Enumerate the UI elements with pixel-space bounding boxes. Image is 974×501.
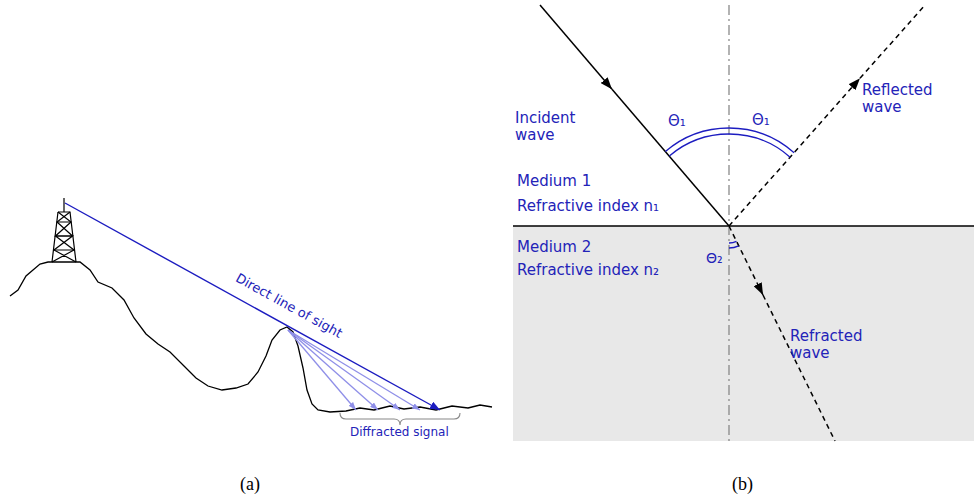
normal-line xyxy=(728,5,729,441)
panel-letter: (a) xyxy=(240,474,260,495)
angle-label: Θ₁ xyxy=(752,112,770,129)
line-of-sight-label: Direct line of sight xyxy=(233,271,345,342)
refracted-wave-label: Refracted wave xyxy=(790,328,870,363)
reflected-wave-label: Reflected wave xyxy=(862,82,947,117)
panel-letter: (b) xyxy=(732,474,753,495)
diffracted-rays xyxy=(288,330,420,410)
interface-line xyxy=(513,225,974,226)
angle-arcs xyxy=(665,128,794,248)
line-of-sight xyxy=(65,203,440,410)
angle-label: Θ₂ xyxy=(706,250,723,266)
refractive-index-label: Refractive index n₁ xyxy=(517,198,659,215)
medium-label: Medium 1 xyxy=(517,173,591,190)
diffracted-signal-label: Diffracted signal xyxy=(350,426,449,440)
angle-label: Θ₁ xyxy=(668,113,686,130)
medium-2-region xyxy=(513,226,974,441)
bracket xyxy=(340,413,460,425)
medium-label: Medium 2 xyxy=(517,239,591,256)
incident-wave-label: Incident wave xyxy=(515,110,595,145)
terrain xyxy=(10,262,492,412)
refractive-index-label: Refractive index n₂ xyxy=(517,262,659,279)
